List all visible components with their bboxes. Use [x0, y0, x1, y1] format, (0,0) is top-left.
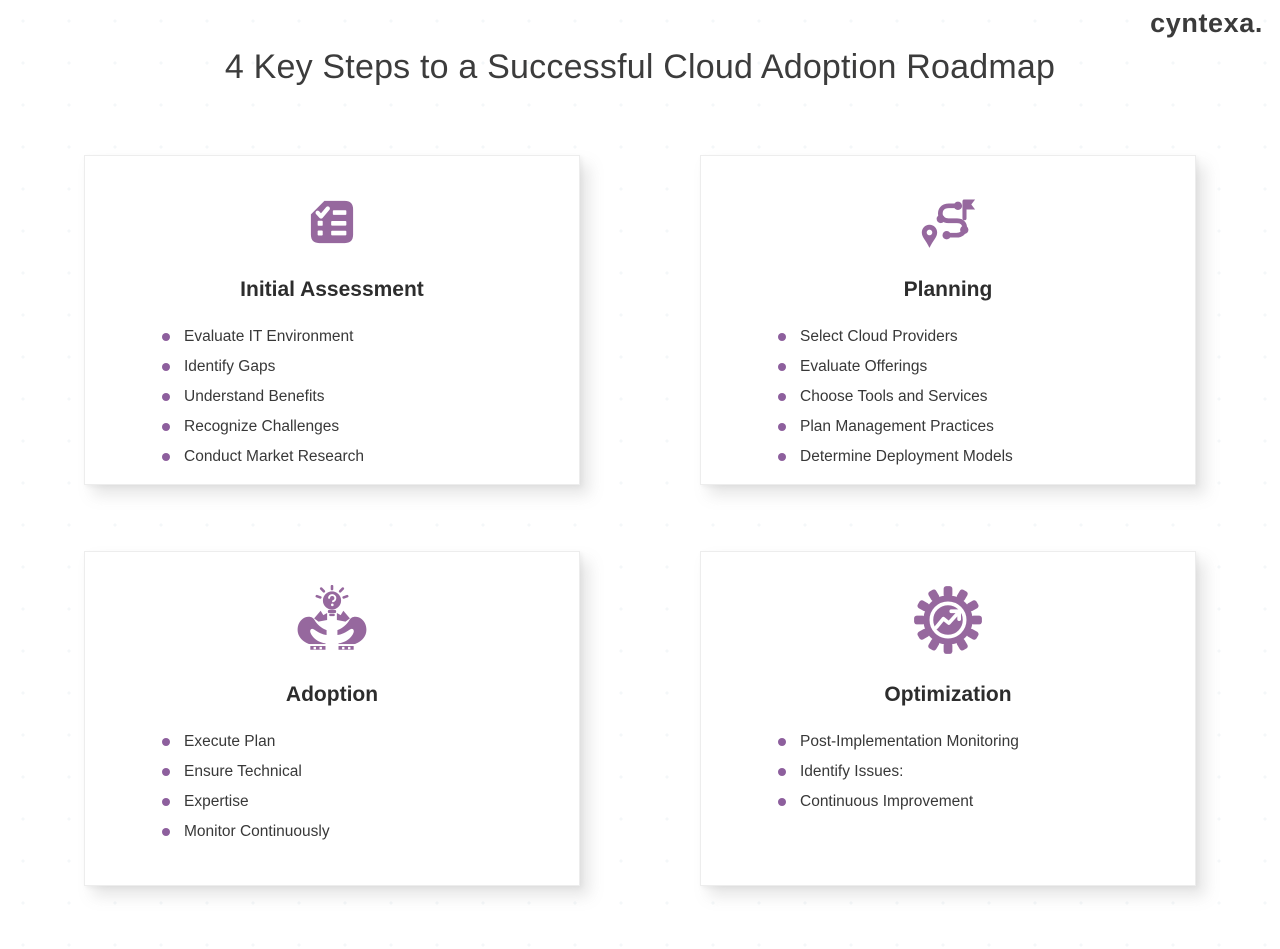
bullet-icon	[778, 333, 786, 341]
card-items: Select Cloud Providers Evaluate Offering…	[701, 322, 1195, 472]
list-item-label: Ensure Technical	[184, 763, 302, 780]
card-items: Post-Implementation Monitoring Identify …	[701, 727, 1195, 817]
list-item: Conduct Market Research	[162, 442, 579, 472]
list-item-label: Evaluate Offerings	[800, 358, 928, 375]
bullet-icon	[778, 363, 786, 371]
list-item: Post-Implementation Monitoring	[778, 727, 1195, 757]
list-item-label: Evaluate IT Environment	[184, 328, 354, 345]
list-item: Execute Plan	[162, 727, 579, 757]
checklist-icon	[85, 195, 579, 251]
bullet-icon	[778, 423, 786, 431]
bullet-icon	[162, 738, 170, 746]
list-item: Identify Gaps	[162, 352, 579, 382]
bullet-icon	[778, 768, 786, 776]
list-item: Expertise	[162, 787, 579, 817]
list-item: Evaluate IT Environment	[162, 322, 579, 352]
list-item: Choose Tools and Services	[778, 382, 1195, 412]
list-item-label: Expertise	[184, 793, 249, 810]
bullet-icon	[778, 738, 786, 746]
list-item-label: Determine Deployment Models	[800, 448, 1013, 465]
card-planning: Planning Select Cloud Providers Evaluate…	[700, 155, 1196, 485]
card-items: Evaluate IT Environment Identify Gaps Un…	[85, 322, 579, 472]
card-adoption: Adoption Execute Plan Ensure Technical E…	[84, 551, 580, 886]
bullet-icon	[162, 453, 170, 461]
list-item: Understand Benefits	[162, 382, 579, 412]
list-item-label: Conduct Market Research	[184, 448, 365, 465]
list-item-label: Monitor Continuously	[184, 823, 330, 840]
bullet-icon	[162, 768, 170, 776]
card-title: Initial Assessment	[240, 278, 424, 301]
list-item: Recognize Challenges	[162, 412, 579, 442]
list-item: Determine Deployment Models	[778, 442, 1195, 472]
list-item-label: Execute Plan	[184, 733, 276, 750]
list-item: Ensure Technical	[162, 757, 579, 787]
cyntexa-logo: cyntexa.	[1150, 8, 1263, 38]
list-item: Evaluate Offerings	[778, 352, 1195, 382]
bullet-icon	[162, 393, 170, 401]
bullet-icon	[162, 828, 170, 836]
bullet-icon	[778, 798, 786, 806]
bullet-icon	[778, 393, 786, 401]
bullet-icon	[162, 363, 170, 371]
bullet-icon	[162, 333, 170, 341]
list-item: Select Cloud Providers	[778, 322, 1195, 352]
list-item-label: Identify Issues:	[800, 763, 904, 780]
gear-trend-chart-icon	[701, 585, 1195, 655]
list-item-label: Plan Management Practices	[800, 418, 994, 435]
list-item-label: Select Cloud Providers	[800, 328, 958, 345]
bullet-icon	[778, 453, 786, 461]
list-item-label: Recognize Challenges	[184, 418, 340, 435]
card-title: Optimization	[884, 683, 1012, 706]
bullet-icon	[162, 798, 170, 806]
route-flag-icon	[701, 195, 1195, 251]
card-items: Execute Plan Ensure Technical Expertise …	[85, 727, 579, 847]
list-item-label: Identify Gaps	[184, 358, 276, 375]
card-optimization: Optimization Post-Implementation Monitor…	[700, 551, 1196, 886]
list-item-label: Post-Implementation Monitoring	[800, 733, 1019, 750]
list-item: Monitor Continuously	[162, 817, 579, 847]
list-item-label: Choose Tools and Services	[800, 388, 988, 405]
hands-lightbulb-icon	[85, 585, 579, 655]
list-item: Plan Management Practices	[778, 412, 1195, 442]
list-item-label: Continuous Improvement	[800, 793, 974, 810]
card-title: Adoption	[285, 683, 379, 706]
page-title: 4 Key Steps to a Successful Cloud Adopti…	[224, 48, 1056, 86]
list-item: Identify Issues:	[778, 757, 1195, 787]
card-initial-assessment: Initial Assessment Evaluate IT Environme…	[84, 155, 580, 485]
list-item-label: Understand Benefits	[184, 388, 325, 405]
list-item: Continuous Improvement	[778, 787, 1195, 817]
card-title: Planning	[903, 278, 993, 301]
bullet-icon	[162, 423, 170, 431]
